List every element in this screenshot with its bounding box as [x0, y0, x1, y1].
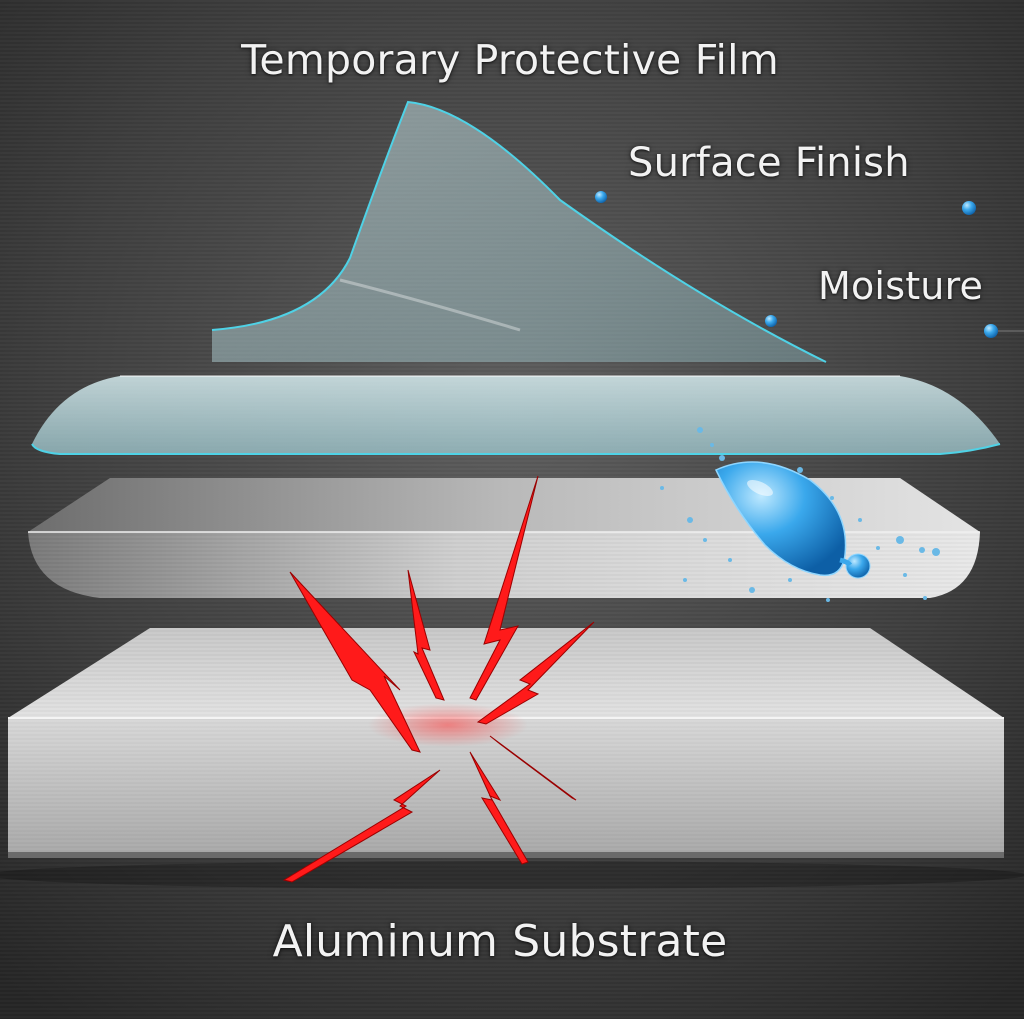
protective-film-sheet: [31, 375, 1001, 455]
surface-finish-label: Surface Finish: [628, 140, 910, 186]
protective-film-peel: [211, 100, 827, 363]
aluminum-substrate-block: [0, 628, 1024, 889]
water-drop-icon: [660, 427, 940, 602]
film-label: Temporary Protective Film: [241, 36, 779, 84]
lightning-bolt-icon: [282, 475, 595, 883]
substrate-label: Aluminum Substrate: [272, 916, 728, 967]
moisture-dots: [595, 191, 1024, 338]
surface-finish-layer: [28, 478, 980, 598]
moisture-label: Moisture: [818, 264, 984, 308]
